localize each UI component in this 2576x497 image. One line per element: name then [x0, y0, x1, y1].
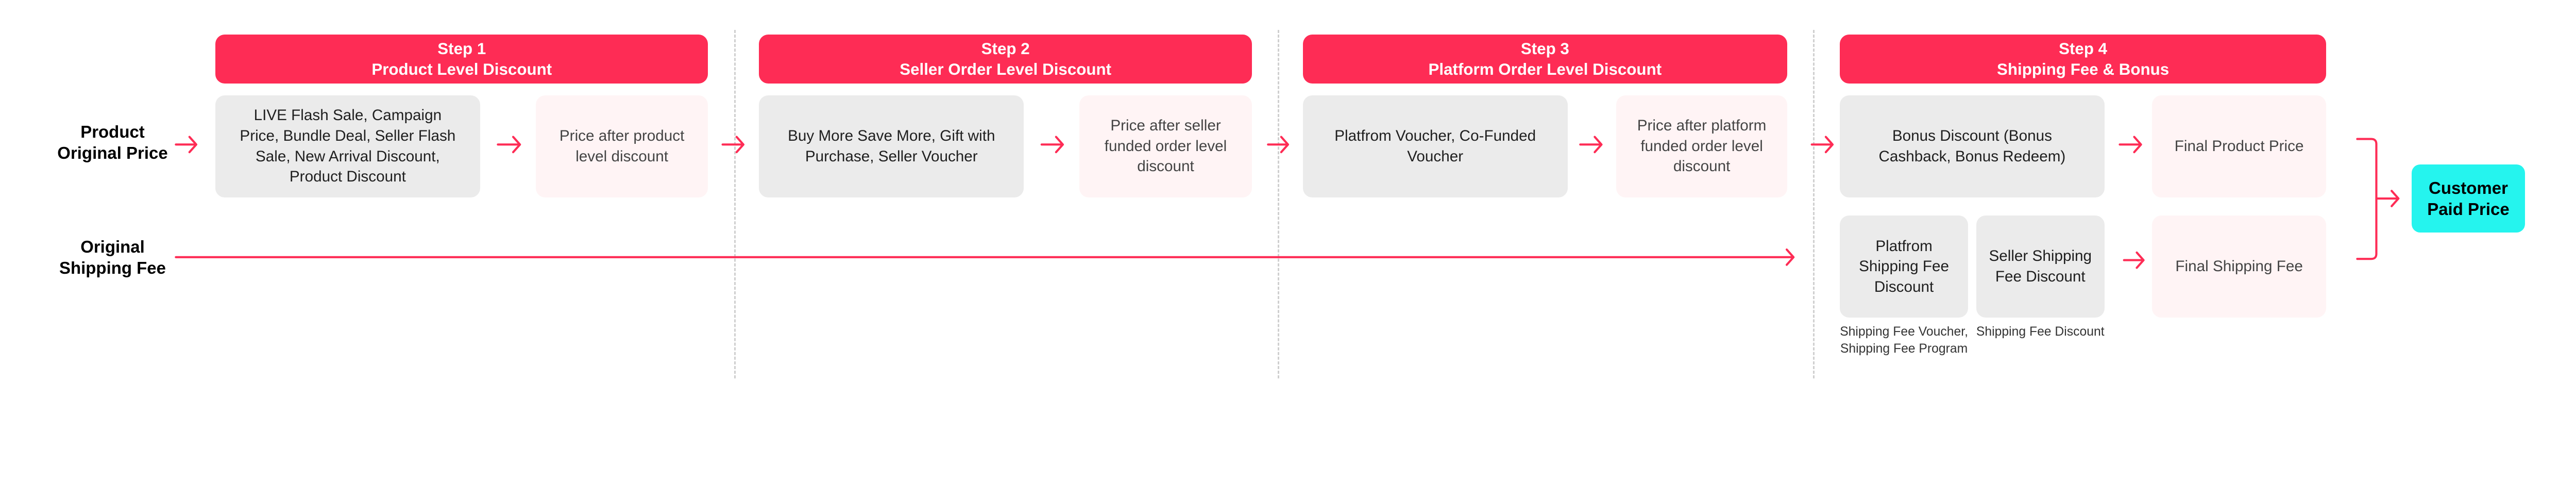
seller-shipping-discount-box: Seller Shipping Fee Discount	[1976, 216, 2105, 318]
arrow-right-icon	[175, 136, 197, 154]
step-title: Shipping Fee & Bonus	[1997, 60, 2170, 78]
arrow-right-icon	[1267, 136, 1290, 154]
step-title: Product Level Discount	[371, 60, 552, 78]
original-shipping-fee-label: Original Shipping Fee	[59, 237, 166, 277]
platform-shipping-caption: Shipping Fee Voucher, Shipping Fee Progr…	[1840, 325, 1968, 356]
arrow-right-icon	[721, 136, 745, 154]
step-3-methods-box: Platfrom Voucher, Co-Funded Voucher	[1302, 95, 1568, 197]
step-4-bonus-box: Bonus Discount (Bonus Cashback, Bonus Re…	[1840, 95, 2105, 197]
step-number: Step 1	[437, 40, 486, 58]
arrow-right-icon	[2375, 190, 2400, 207]
arrow-right-icon	[2119, 136, 2142, 154]
step-3-result-box: Price after platform funded order level …	[1616, 95, 1787, 197]
arrow-right-icon	[497, 136, 521, 154]
pricing-flow-diagram: Product Original Price Original Shipping…	[57, 29, 2526, 378]
arrow-right-icon	[1040, 136, 1064, 154]
step-2-header: Step 2 Seller Order Level Discount	[759, 34, 1252, 84]
step-number: Step 4	[2059, 40, 2108, 58]
final-product-price-box: Final Product Price	[2152, 95, 2327, 197]
seller-shipping-caption: Shipping Fee Discount	[1976, 325, 2105, 339]
step-1-header: Step 1 Product Level Discount	[215, 34, 708, 84]
step-number: Step 2	[981, 40, 1030, 58]
arrow-right-icon	[1810, 136, 1834, 154]
step-1-result-box: Price after product level discount	[535, 95, 708, 197]
step-4-header: Step 4 Shipping Fee & Bonus	[1840, 34, 2327, 84]
step-divider	[734, 29, 736, 378]
step-divider	[1813, 29, 1815, 378]
product-original-price-label: Product Original Price	[57, 122, 168, 163]
merge-bracket	[2356, 138, 2378, 260]
step-number: Step 3	[1520, 40, 1569, 58]
step-divider	[1278, 29, 1280, 378]
platform-shipping-discount-box: Platfrom Shipping Fee Discount	[1840, 216, 1969, 318]
step-2-methods-box: Buy More Save More, Gift with Purchase, …	[759, 95, 1024, 197]
arrow-right-icon	[1579, 136, 1603, 154]
connectors	[175, 136, 2400, 269]
final-shipping-fee-box: Final Shipping Fee	[2152, 216, 2327, 318]
step-1-methods-box: LIVE Flash Sale, Campaign Price, Bundle …	[215, 95, 480, 197]
step-2-result-box: Price after seller funded order level di…	[1079, 95, 1252, 197]
arrow-right-icon	[2123, 251, 2145, 269]
customer-paid-price-box: Customer Paid Price	[2411, 164, 2526, 233]
shipping-fee-line-arrow	[175, 248, 1795, 266]
step-title: Platform Order Level Discount	[1428, 60, 1662, 78]
step-title: Seller Order Level Discount	[900, 60, 1112, 78]
step-3-header: Step 3 Platform Order Level Discount	[1302, 34, 1787, 84]
